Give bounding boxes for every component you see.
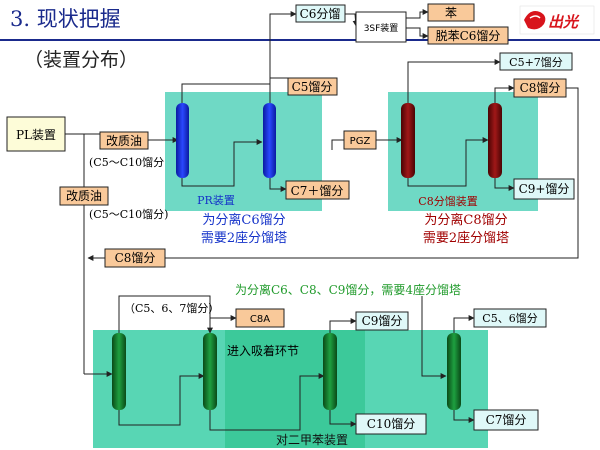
c8-tower-2 [488, 103, 502, 178]
page-title: 3. 现状把握 [10, 7, 121, 31]
svg-text:C5+7馏分: C5+7馏分 [509, 55, 563, 69]
svg-text:C7＋馏分: C7＋馏分 [291, 184, 344, 198]
bottom-tower-3 [323, 333, 337, 410]
bottom-tower-2 [203, 333, 217, 410]
benzene-box: 苯 [427, 3, 475, 22]
logo-text: 出光 [548, 13, 580, 31]
svg-text:C7馏分: C7馏分 [486, 413, 527, 427]
pr-note-1: 为分离C6馏分 [202, 212, 285, 228]
px-unit-label: 对二甲苯装置 [276, 433, 348, 447]
bottom-tower-1 [112, 333, 126, 410]
reformate-box-1: 改质油 [99, 131, 149, 150]
pl-unit-box: PL装置 [6, 116, 66, 152]
c7-fraction-box: C7馏分 [473, 409, 539, 431]
c5-fraction-box: C5馏分 [287, 77, 338, 96]
svg-text:C8馏分: C8馏分 [115, 251, 156, 265]
reformate-range-2: (C5～C10馏分) [89, 207, 168, 221]
c56-fraction-box: C5、6馏分 [473, 308, 547, 328]
c10-fraction-box: C10馏分 [355, 413, 427, 435]
svg-text:3SF装置: 3SF装置 [364, 22, 399, 34]
c9plus-box: C9+馏分 [513, 178, 575, 200]
flow-lines [65, 9, 579, 431]
company-logo: 出光 [519, 5, 595, 35]
c567-fraction-label: （C5、6、7馏分） [124, 301, 219, 315]
pr-tower-2 [263, 103, 276, 178]
pr-tower-1 [176, 103, 189, 178]
svg-text:C9+馏分: C9+馏分 [519, 182, 570, 196]
page-subtitle: （装置分布） [24, 49, 138, 71]
svg-text:PGZ: PGZ [350, 136, 371, 147]
pr-unit-label: PR装置 [197, 194, 235, 207]
svg-text:C5、6馏分: C5、6馏分 [482, 311, 537, 325]
pr-note-2: 需要2座分馏塔 [201, 231, 287, 246]
svg-text:苯: 苯 [445, 6, 457, 20]
px-zone [225, 330, 365, 448]
c8-note-2: 需要2座分馏塔 [423, 231, 509, 246]
c6-fraction-box: C6分馏 [295, 4, 346, 23]
reformate-range-1: (C5～C10馏分 [89, 155, 164, 169]
c5c7-fraction-box: C5+7馏分 [499, 52, 573, 71]
bottom-tower-4 [447, 333, 461, 410]
c8-fraction-mid-box: C8馏分 [104, 248, 166, 268]
pgz-box: PGZ [343, 130, 377, 150]
svg-text:PL装置: PL装置 [16, 128, 56, 142]
c8a-box: C8A [235, 308, 285, 328]
c8-fraction-right-box: C8馏分 [513, 78, 567, 98]
adsorption-label: 进入吸着环节 [227, 343, 299, 358]
svg-text:C5馏分: C5馏分 [292, 80, 333, 94]
svg-text:脱苯C6馏分: 脱苯C6馏分 [436, 28, 501, 43]
svg-text:C8馏分: C8馏分 [520, 81, 561, 95]
c8-tower-1 [401, 103, 415, 178]
svg-text:C6分馏: C6分馏 [300, 7, 341, 21]
c7plus-box: C7＋馏分 [285, 180, 350, 200]
sf3-unit-box: 3SF装置 [355, 11, 407, 43]
debenzene-c6-box: 脱苯C6馏分 [427, 26, 509, 45]
four-tower-note: 为分离C6、C8、C9馏分，需要4座分馏塔 [235, 282, 461, 297]
c8-note-1: 为分离C8馏分 [424, 212, 507, 228]
c8-unit-label: C8分馏装置 [418, 194, 477, 208]
svg-text:改质油: 改质油 [66, 189, 102, 203]
svg-text:C10馏分: C10馏分 [367, 417, 415, 431]
reformate-box-2: 改质油 [59, 186, 109, 206]
c9-fraction-box: C9馏分 [355, 311, 409, 331]
svg-text:C8A: C8A [250, 314, 270, 325]
svg-text:C9馏分: C9馏分 [362, 314, 403, 328]
svg-text:改质油: 改质油 [106, 134, 142, 148]
